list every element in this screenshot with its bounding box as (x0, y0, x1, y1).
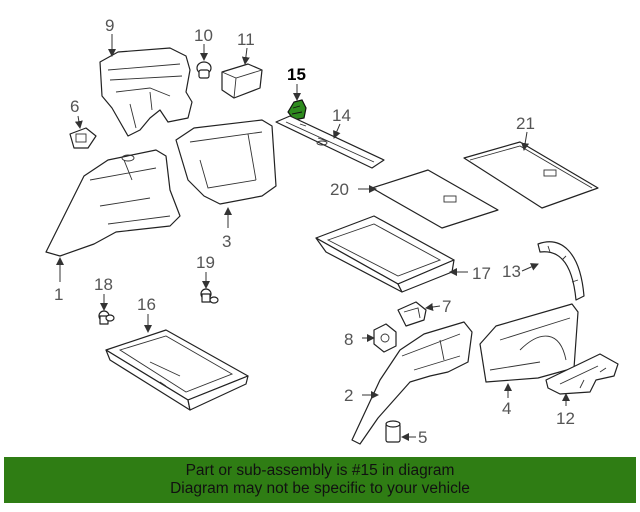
callout-4: 4 (502, 399, 511, 418)
callout-6: 6 (70, 97, 79, 116)
callout-5: 5 (418, 428, 427, 447)
part-13-arch-trim (537, 241, 585, 301)
part-21-cargo-board (463, 141, 599, 209)
part-16-floor-tray (105, 329, 249, 411)
callout-10: 10 (194, 26, 213, 45)
part-8-connector (373, 323, 397, 353)
part-3-quarter-trim (175, 119, 277, 205)
callout-15: 15 (287, 65, 306, 84)
callout-1: 1 (54, 285, 63, 304)
callout-17: 17 (472, 264, 491, 283)
banner-line-2: Diagram may not be specific to your vehi… (170, 480, 470, 497)
part-18-screw (98, 310, 115, 325)
callout-13: 13 (502, 262, 521, 281)
part-4-quarter-trim (479, 303, 579, 383)
part-19-screw (200, 288, 219, 304)
callout-11: 11 (237, 30, 255, 49)
callout-3: 3 (222, 232, 231, 251)
part-1-side-trim (45, 149, 181, 257)
part-11-box (221, 63, 263, 99)
part-17-tray (315, 215, 455, 293)
part-7-trim-piece (397, 301, 427, 327)
callout-20: 20 (330, 180, 349, 199)
callout-16: 16 (137, 295, 156, 314)
info-banner: Part or sub-assembly is #15 in diagram D… (4, 457, 636, 503)
part-2-side-trim (351, 321, 473, 445)
callout-12: 12 (556, 409, 575, 428)
part-14-sill-plate (275, 115, 385, 169)
callout-7: 7 (442, 297, 451, 316)
part-10-clip (196, 61, 212, 79)
callout-9: 9 (105, 16, 114, 35)
callout-14: 14 (332, 106, 351, 125)
callout-21: 21 (516, 114, 535, 133)
callout-18: 18 (94, 275, 113, 294)
part-9-trim-panel (99, 47, 193, 137)
part-12-step-trim (545, 353, 619, 395)
part-6-bracket (69, 127, 97, 149)
callout-2: 2 (344, 386, 353, 405)
callout-8: 8 (344, 330, 353, 349)
banner-line-1: Part or sub-assembly is #15 in diagram (185, 462, 455, 479)
callout-19: 19 (196, 253, 215, 272)
part-5-plug (385, 420, 401, 443)
part-20-floor-board (371, 169, 499, 229)
